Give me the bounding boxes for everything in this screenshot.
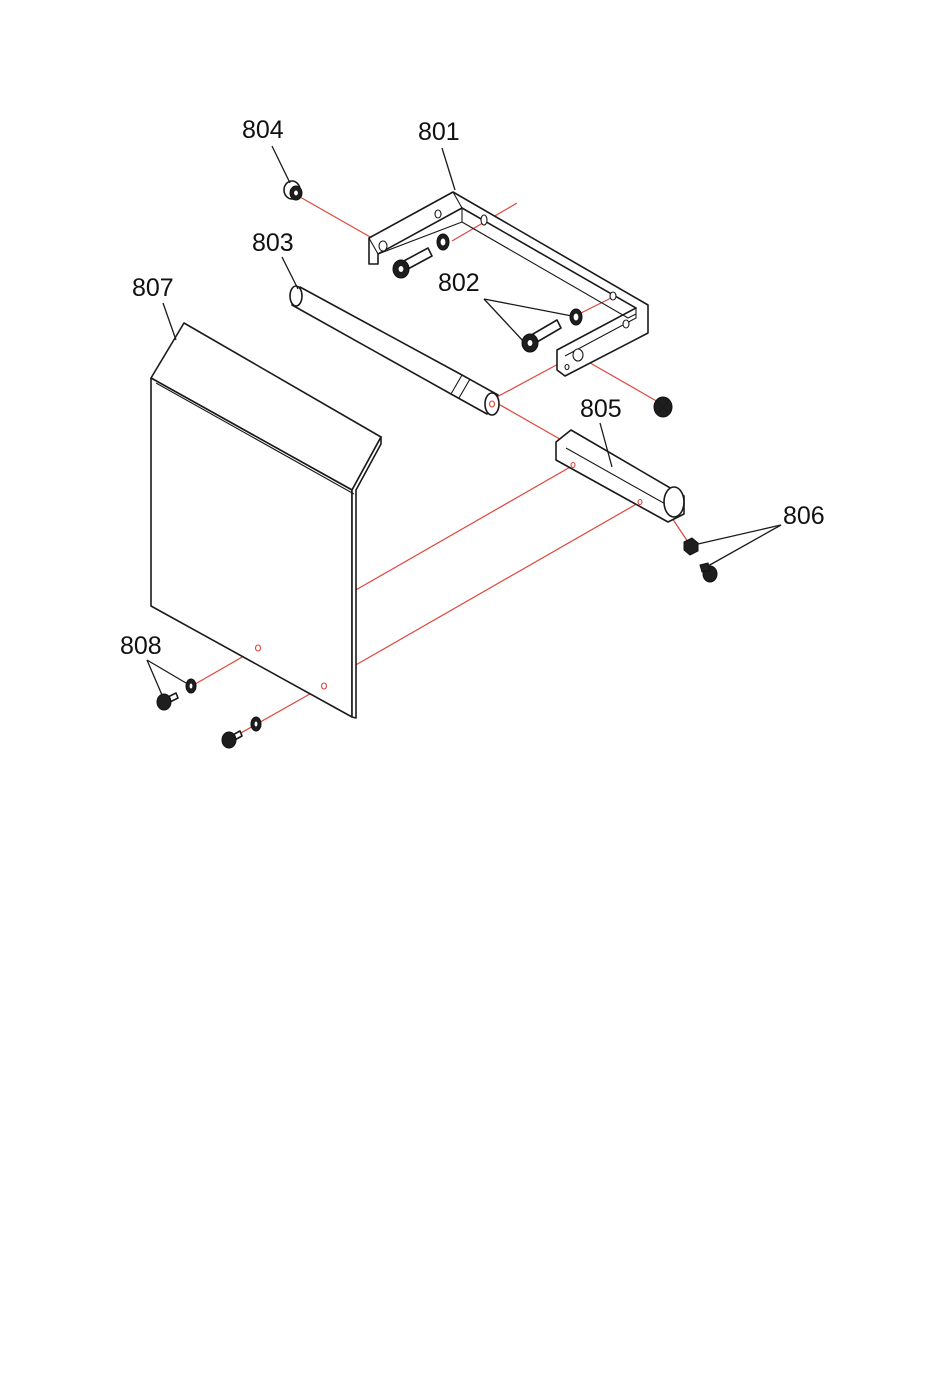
leader-808-a (147, 660, 186, 683)
label-805: 805 (580, 395, 622, 423)
axis-803-to-bracket (495, 362, 562, 398)
leader-801 (442, 148, 455, 190)
label-807: 807 (132, 274, 174, 302)
label-808: 808 (120, 632, 162, 660)
axis-804-to-bracket (300, 197, 372, 238)
leader-806-b (708, 525, 781, 566)
leader-804 (272, 146, 290, 183)
knob-804-upper (284, 181, 302, 200)
axis-803-to-805 (495, 402, 565, 442)
axis-805-to-807-lower (354, 502, 640, 666)
leader-803 (282, 257, 298, 289)
axis-805-to-807-upper (354, 466, 572, 591)
bolt-808-upper (157, 679, 196, 710)
leader-806-a (698, 525, 781, 544)
label-802: 802 (438, 269, 480, 297)
leader-808-b (147, 660, 162, 695)
sleeve-805 (556, 430, 684, 522)
label-804: 804 (242, 116, 284, 144)
knob-804-lower (654, 397, 672, 417)
leader-807 (163, 303, 176, 340)
nut-806 (684, 538, 698, 555)
rod-803 (290, 286, 499, 415)
label-803: 803 (252, 229, 294, 257)
label-806: 806 (783, 502, 825, 530)
panel-807 (151, 323, 381, 718)
label-801: 801 (418, 118, 460, 146)
